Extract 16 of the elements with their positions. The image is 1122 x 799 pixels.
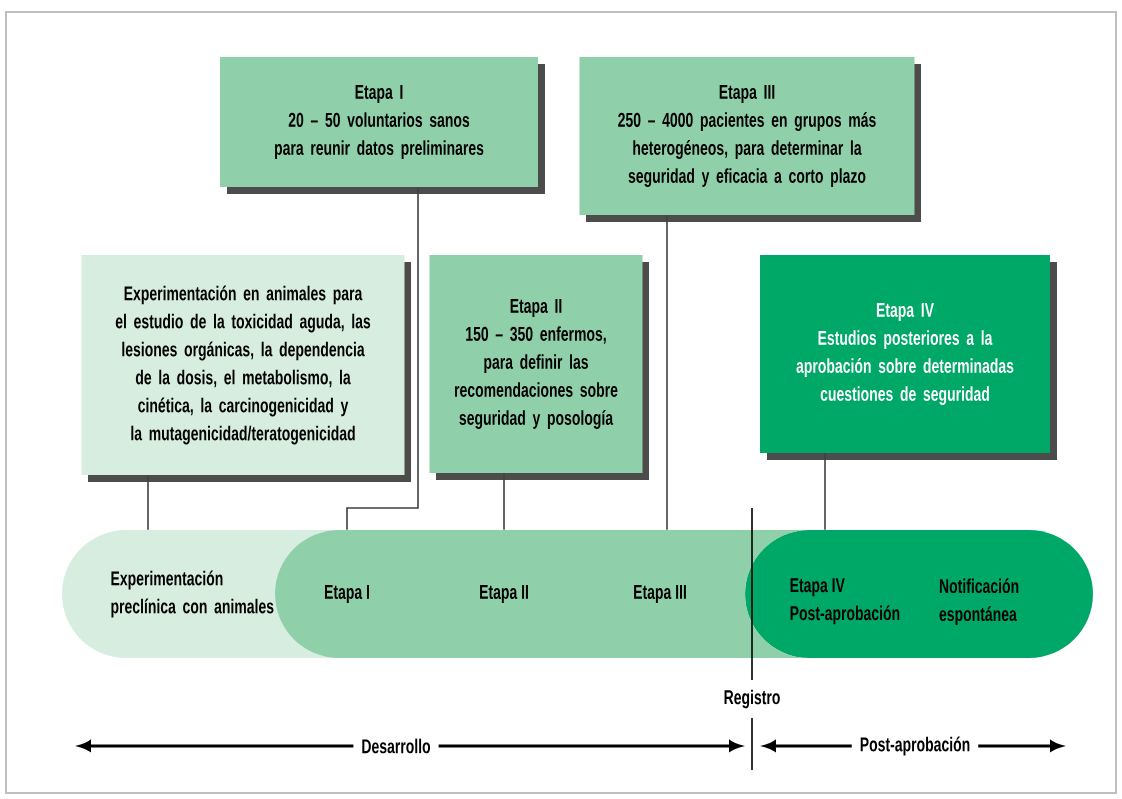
connector-line: [666, 214, 668, 531]
timeline-label: Registro: [715, 681, 789, 717]
stage-box: Etapa IV Estudios posteriores a la aprobación sobre determinadas cuestiones de seguridad: [760, 255, 1057, 460]
stage-label: Etapa II: [480, 585, 528, 603]
connector-line: [147, 474, 149, 531]
stage-box: Etapa III 250 – 4000 pacientes en grupos más heterogéneos, para determinar la seguridad y eficacia a corto plazo: [579, 57, 921, 222]
timeline-label: Post-aprobación: [851, 728, 979, 764]
stage-label: Etapa III: [634, 585, 686, 603]
stage-box: Etapa II 150 – 350 enfermos, para definir las recomendaciones sobre seguridad y posología: [429, 255, 649, 480]
timeline-band: Etapa IV Post-aprobación Notificación espontánea: [745, 530, 1093, 658]
connector-line: [824, 452, 826, 531]
connector-line: [346, 186, 419, 531]
connector-line: [503, 472, 505, 531]
stage-box: Experimentación en animales para el estudio de la toxicidad aguda, las lesiones orgánicas, la dependencia de la dosis, el metabolismo, la cinética, la carcinogenicidad y la mutagenicidad/teratogenicidad: [81, 255, 411, 482]
timeline-label: Desarrollo: [353, 730, 439, 762]
stage-box: Etapa I 20 – 50 voluntarios sanos para reunir datos preliminares: [220, 57, 545, 194]
